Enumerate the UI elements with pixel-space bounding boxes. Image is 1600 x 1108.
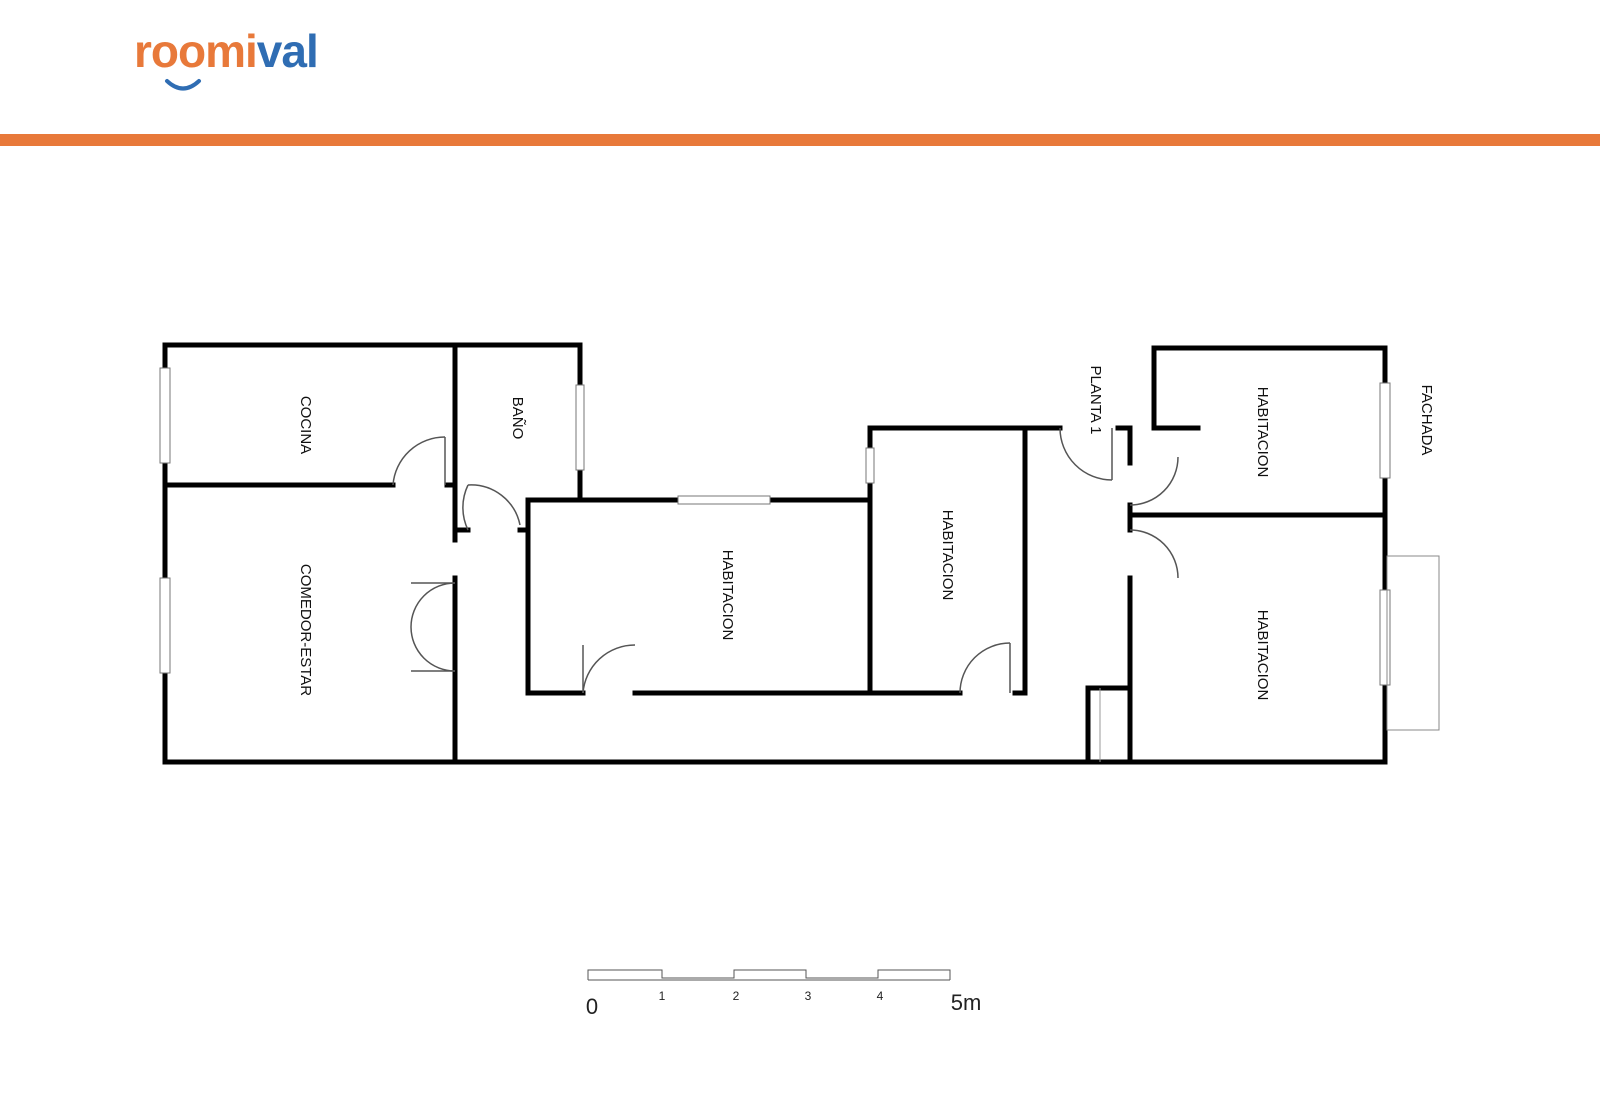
scale-label-1: 1 (659, 989, 666, 1003)
roomival-logo[interactable]: roomival (134, 25, 319, 77)
facade-label: FACHADA (1418, 385, 1435, 456)
walls (162, 342, 1388, 765)
room-label-habitacion-bottom-right: HABITACION (1254, 610, 1271, 701)
door-swings (392, 427, 1179, 694)
scale-label-4: 4 (877, 989, 884, 1003)
scale-label-0: 0 (586, 994, 598, 1019)
room-label-habitacion-top-right: HABITACION (1254, 387, 1271, 478)
scale-bar (587, 969, 951, 981)
smile-icon (165, 79, 201, 91)
floor-label: PLANTA 1 (1087, 366, 1104, 435)
room-label-comedor: COMEDOR-ESTAR (297, 564, 314, 696)
room-label-habitacion-mid: HABITACION (939, 510, 956, 601)
room-label-habitacion-center: HABITACION (719, 550, 736, 641)
windows (159, 367, 1391, 686)
room-label-bano: BAÑO (509, 397, 526, 440)
balcony (1386, 555, 1440, 731)
logo-text-part1: roomi (134, 25, 258, 77)
header-divider (0, 134, 1600, 146)
scale-label-2: 2 (733, 989, 740, 1003)
logo-text-part2: val (256, 25, 319, 77)
page-header: roomival (0, 0, 1600, 135)
scale-label-3: 3 (805, 989, 812, 1003)
scale-label-5m: 5m (951, 990, 982, 1015)
room-label-cocina: COCINA (297, 396, 314, 454)
